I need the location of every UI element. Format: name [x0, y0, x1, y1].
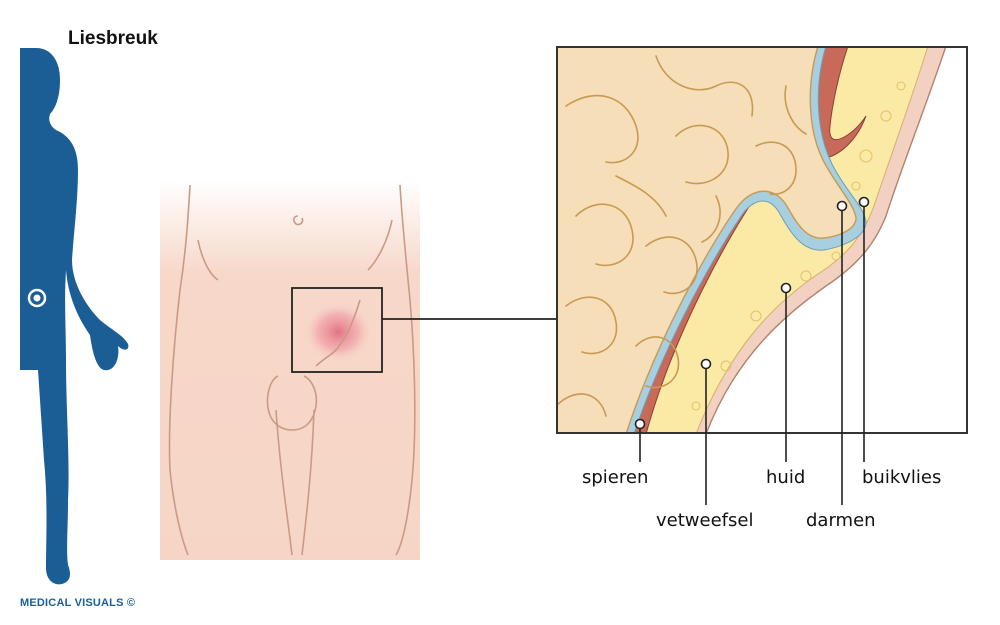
groin-crease-right	[367, 219, 393, 271]
torso-illustration	[160, 180, 420, 560]
label-darmen: darmen	[806, 510, 876, 531]
genital-outline	[266, 375, 318, 431]
silhouette-shape	[20, 48, 129, 585]
hernia-redness	[304, 302, 372, 362]
label-buikvlies: buikvlies	[862, 467, 942, 488]
label-vetweefsel: vetweefsel	[656, 510, 754, 531]
pointer-markers	[634, 196, 870, 434]
navel	[293, 215, 304, 226]
label-huid: huid	[766, 467, 806, 488]
location-marker-dot	[33, 294, 41, 302]
credit-text: MEDICAL VISUALS ©	[20, 597, 136, 609]
body-silhouette	[20, 48, 129, 585]
location-marker-icon	[27, 288, 47, 308]
groin-crease-left	[197, 239, 219, 281]
body-outline	[168, 184, 416, 556]
fat-texture	[691, 81, 906, 411]
cross-section-detail	[556, 46, 968, 434]
label-spieren: spieren	[582, 467, 649, 488]
diagram-title: Liesbreuk	[68, 28, 158, 49]
skin-area	[160, 180, 420, 560]
intestine-folds	[556, 55, 807, 417]
leg-inner-lines	[275, 409, 315, 556]
detail-frame	[556, 46, 968, 434]
